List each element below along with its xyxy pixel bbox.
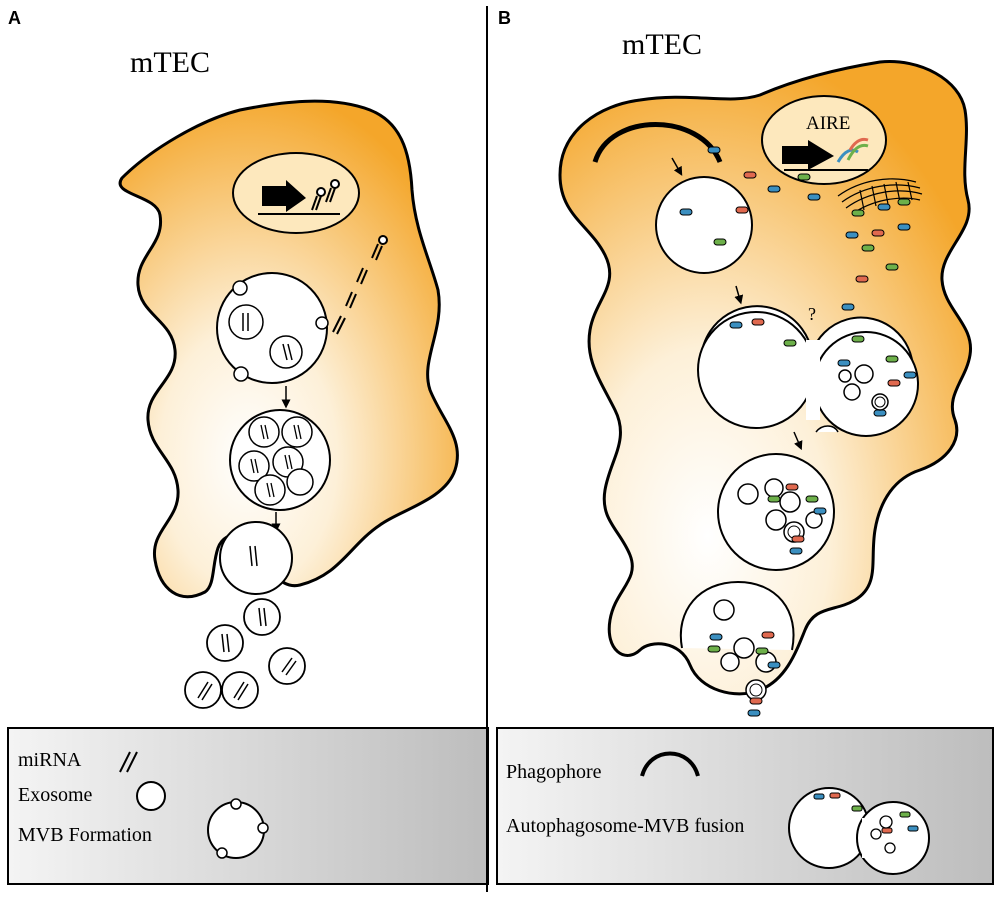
panel-b: B mTEC AIRE	[496, 8, 994, 885]
legend-b-fusion-label: Autophagosome-MVB fusion	[506, 815, 744, 837]
amphisome-b	[717, 453, 835, 571]
legend-b: Phagophore Autophagosome-MVB fusion	[496, 727, 994, 885]
arrow-b2	[793, 431, 803, 451]
aire-label: AIRE	[806, 113, 850, 134]
gene-arrow-icon	[262, 180, 306, 212]
mirna-hairpin-icon	[311, 179, 340, 211]
released-exosomes-a	[184, 598, 306, 709]
mvb-release-a	[219, 521, 293, 595]
fusion-icon	[788, 787, 930, 875]
autophagosome-b	[655, 176, 753, 274]
mvb-mature-a	[229, 409, 331, 511]
nucleus-b: AIRE	[761, 95, 887, 185]
phagophore-icon	[640, 751, 700, 777]
gene-arrow-icon-b	[782, 140, 834, 170]
exosome-release-b	[679, 580, 795, 717]
exosome-icon	[136, 781, 166, 811]
panel-a-letter: A	[8, 8, 21, 28]
panel-b-title: mTEC	[622, 28, 702, 61]
mvb-icon	[207, 798, 269, 859]
panel-b-letter: B	[498, 8, 511, 28]
legend-a-exosome-label: Exosome	[18, 784, 93, 806]
mvb-early-a	[216, 272, 329, 384]
panel-a-title: mTEC	[130, 46, 210, 79]
legend-a-mvb-label: MVB Formation	[18, 824, 152, 846]
autophagosome-mvb-fusion-b: ?	[697, 304, 919, 437]
question-mark: ?	[808, 304, 816, 324]
er-structure	[837, 178, 923, 215]
phagophore-arc	[592, 122, 723, 164]
mirna-icon	[119, 751, 131, 773]
legend-a-mirna-label: miRNA	[18, 749, 82, 771]
mirna-export-path	[332, 235, 388, 335]
legend-b-phagophore-label: Phagophore	[506, 761, 602, 783]
arrow-b0	[671, 157, 683, 176]
cytoplasmic-peptides	[707, 146, 911, 311]
panel-a: A mTEC	[7, 8, 489, 885]
legend-a: miRNA Exosome MVB Formation	[7, 727, 489, 885]
arrow-b1	[734, 285, 744, 305]
nucleus-a	[232, 152, 360, 234]
